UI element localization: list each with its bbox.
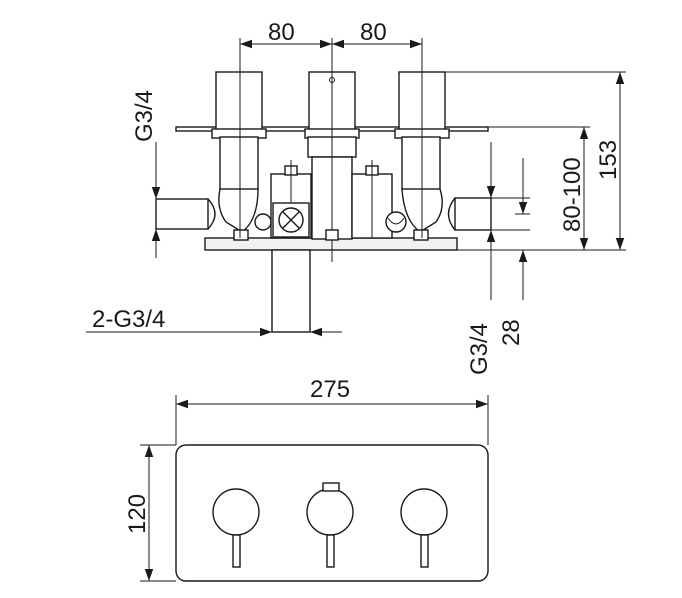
inlet-pipe-left [155,198,209,230]
cartridge-middle [304,71,360,262]
outlet-pipe-right [454,197,492,231]
cartridge-left [211,71,267,241]
valve-body-view [155,71,492,333]
dim-outlet-right: G3/4 [466,323,493,375]
dimension-lines-lower: 275 120 [124,376,489,582]
handle-left [212,488,260,568]
dim-plate-width: 275 [310,376,350,403]
dim-depth-range: 80-100 [559,157,586,232]
dim-spacing-left: 80 [268,19,295,46]
dim-outlet-height: 28 [498,319,525,346]
outlet-stem [271,249,311,333]
dimension-lines-upper: 80 80 G3/4 2-G3/4 G3/4 28 80-100 153 [86,19,626,375]
cartridge-right [394,71,450,241]
dim-outlets-bottom: 2-G3/4 [92,306,165,333]
handle-middle [306,482,354,568]
dim-inlet-left: G3/4 [131,90,158,142]
dim-spacing-right: 80 [360,19,387,46]
handle-right [400,488,448,568]
front-plate-view [175,444,489,582]
dim-total-depth: 153 [595,140,622,180]
dim-plate-height: 120 [124,494,151,534]
